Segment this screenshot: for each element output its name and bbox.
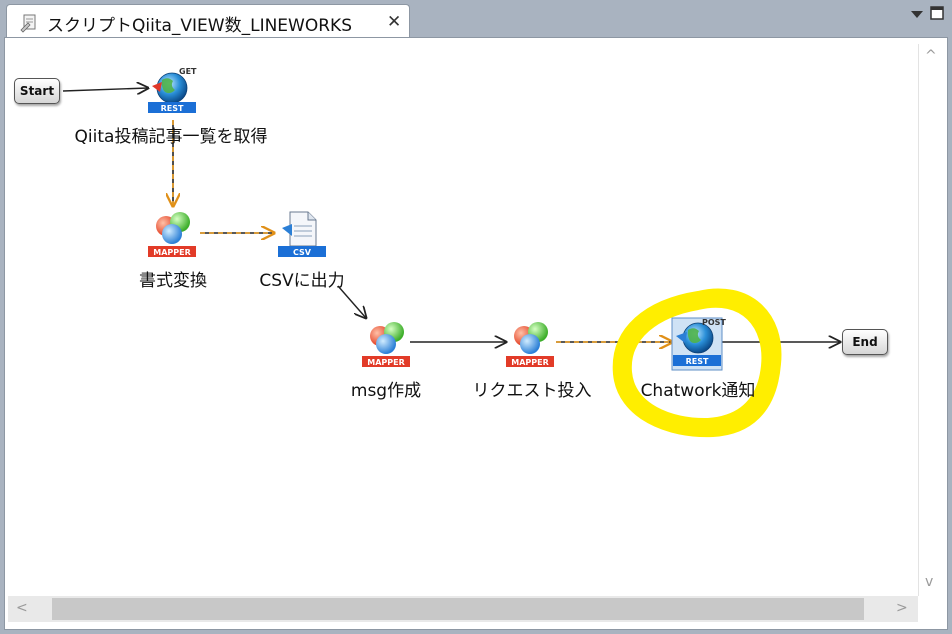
scroll-down-icon[interactable]: v bbox=[925, 574, 934, 590]
node-label-csv-output: CSVに出力 bbox=[259, 271, 345, 291]
svg-text:REST: REST bbox=[161, 104, 184, 113]
script-canvas[interactable]: GET REST MAPPER CSV bbox=[8, 44, 918, 596]
dropdown-triangle-icon[interactable] bbox=[910, 8, 924, 20]
flow-arrow-start-get bbox=[62, 88, 148, 91]
node-label-request-input: リクエスト投入 bbox=[472, 381, 592, 401]
node-label-msg-create: msg作成 bbox=[350, 381, 422, 401]
flow-diagram: GET REST MAPPER CSV bbox=[62, 67, 918, 438]
close-icon[interactable]: ✕ bbox=[387, 12, 402, 32]
vertical-scrollbar[interactable]: ^ v bbox=[918, 44, 941, 596]
scroll-left-icon[interactable]: < bbox=[16, 600, 28, 616]
svg-text:CSV: CSV bbox=[293, 248, 312, 257]
svg-text:GET: GET bbox=[179, 67, 197, 76]
svg-text:MAPPER: MAPPER bbox=[511, 358, 549, 367]
horizontal-scrollbar[interactable]: < > bbox=[8, 596, 918, 622]
csv-file-icon[interactable]: CSV bbox=[278, 211, 326, 257]
node-label-format-convert: 書式変換 bbox=[139, 271, 207, 291]
horizontal-scroll-thumb[interactable] bbox=[52, 598, 864, 620]
svg-text:MAPPER: MAPPER bbox=[153, 248, 191, 257]
svg-text:REST: REST bbox=[686, 357, 709, 366]
scroll-up-icon[interactable]: ^ bbox=[925, 48, 937, 64]
rest-post-icon[interactable]: POST REST bbox=[671, 317, 726, 371]
flow-arrow-csv-msg bbox=[337, 285, 366, 318]
svg-text:MAPPER: MAPPER bbox=[367, 358, 405, 367]
end-node[interactable]: End bbox=[842, 329, 888, 355]
node-label-get-articles: Qiita投稿記事一覧を取得 bbox=[74, 127, 268, 147]
svg-text:POST: POST bbox=[702, 318, 726, 327]
node-label-chatwork-notify: Chatwork通知 bbox=[640, 381, 756, 401]
maximize-icon[interactable] bbox=[930, 6, 944, 20]
script-icon bbox=[20, 14, 36, 33]
rest-get-icon[interactable]: GET REST bbox=[148, 67, 197, 113]
mapper-icon[interactable]: MAPPER bbox=[362, 322, 410, 367]
script-tab[interactable]: スクリプトQiita_VIEW数_LINEWORKS ✕ bbox=[6, 4, 410, 38]
mapper-icon[interactable]: MAPPER bbox=[506, 322, 554, 367]
tab-title: スクリプトQiita_VIEW数_LINEWORKS bbox=[47, 16, 352, 36]
mapper-icon[interactable]: MAPPER bbox=[148, 212, 196, 257]
start-node[interactable]: Start bbox=[14, 78, 60, 104]
highlight-annotation bbox=[612, 288, 782, 438]
scroll-right-icon[interactable]: > bbox=[896, 600, 908, 616]
